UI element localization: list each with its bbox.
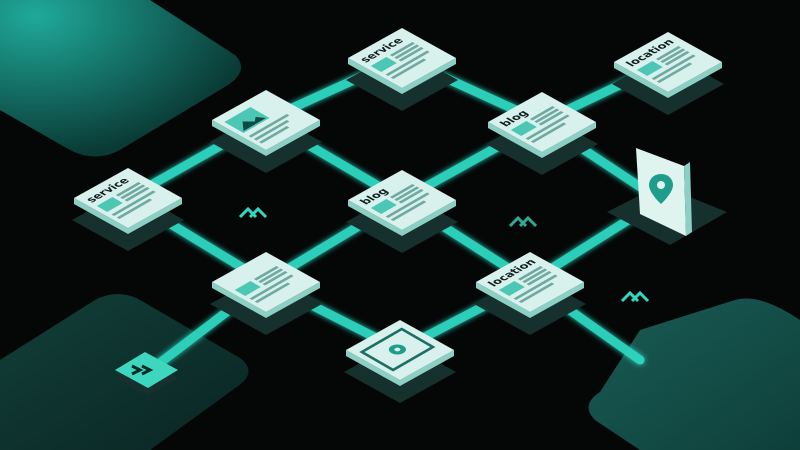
text-lines-icon	[510, 106, 570, 143]
node-content	[224, 107, 290, 144]
node-card-edge	[476, 282, 584, 318]
chevrons-up-icon	[508, 215, 538, 228]
location-pin-card	[607, 148, 727, 245]
page-node	[210, 90, 322, 173]
page-node: blog	[486, 92, 598, 175]
node-card-edge	[212, 120, 320, 156]
corner-glow-top-left	[0, 0, 242, 157]
tile-top	[115, 352, 178, 388]
page-node	[344, 320, 456, 403]
node-content: blog	[497, 106, 570, 143]
page-node: service	[346, 28, 458, 111]
page-cards: service service location blog blog location	[72, 28, 724, 403]
standing-card-edge	[684, 162, 692, 236]
node-card-edge	[212, 282, 320, 318]
page-node: location	[612, 32, 724, 115]
text-lines-icon	[370, 42, 430, 79]
node-card-face	[212, 90, 320, 150]
node-card-edge	[488, 122, 596, 158]
map-pin-image-icon	[359, 327, 436, 372]
text-lines-icon	[96, 182, 156, 219]
page-node: service	[72, 168, 184, 251]
node-content	[359, 327, 436, 372]
chevrons-up-icon	[238, 206, 268, 219]
text-lines-icon	[234, 266, 294, 303]
chevrons-up-icon	[620, 290, 650, 303]
image-icon	[224, 107, 270, 133]
page-node	[210, 252, 322, 335]
node-card-edge	[74, 198, 182, 234]
map-pin-icon	[649, 174, 673, 204]
start-chevron-tile	[115, 352, 178, 396]
page-node: blog	[346, 170, 458, 253]
corner-blob-bottom-right	[588, 298, 800, 450]
node-card-edge	[348, 58, 456, 94]
node-content	[234, 266, 294, 303]
page-node: location	[474, 252, 586, 335]
node-card-edge	[348, 200, 456, 236]
text-lines-icon	[498, 266, 558, 303]
chevrons-right-icon	[131, 364, 154, 376]
text-lines-icon	[636, 46, 696, 83]
text-lines-icon	[370, 184, 430, 221]
node-content: blog	[357, 184, 430, 221]
node-card-edge	[346, 350, 454, 386]
